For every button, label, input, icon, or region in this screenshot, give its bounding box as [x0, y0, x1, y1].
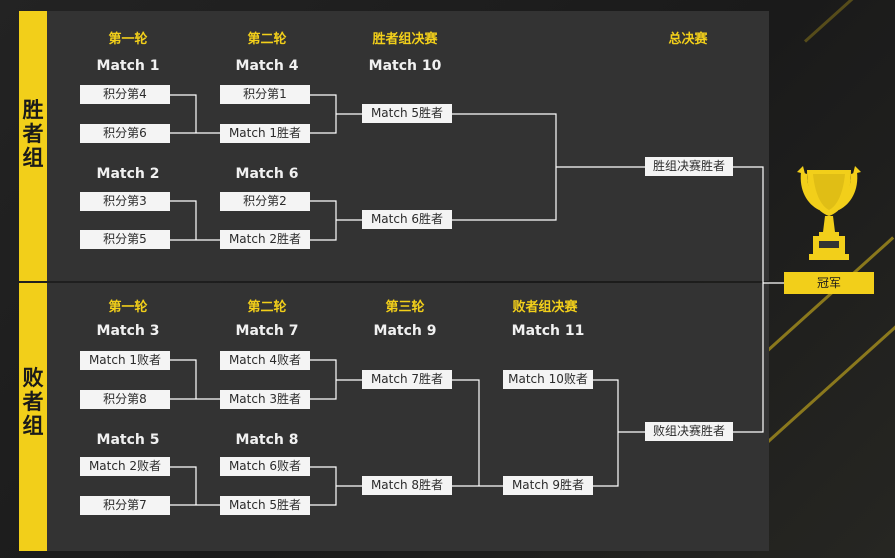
grand-final-upper-slot: 胜组决赛胜者	[645, 157, 733, 176]
grand-final-lower-slot: 败组决赛胜者	[645, 422, 733, 441]
match-1-title: Match 1	[96, 58, 160, 74]
losers-group-label: 败者组	[22, 366, 44, 438]
match-9-slot-a: Match 7胜者	[362, 370, 452, 389]
match-7-title: Match 7	[235, 323, 299, 339]
losers-final-header: 败者组决赛	[512, 300, 578, 315]
match-11-slot-b: Match 9胜者	[503, 476, 593, 495]
match-6-title: Match 6	[235, 166, 299, 182]
match-1-slot-b: 积分第6	[80, 124, 170, 143]
connector-line	[593, 379, 645, 487]
match-7-slot-b: Match 3胜者	[220, 390, 310, 409]
match-3-slot-a: Match 1败者	[80, 351, 170, 370]
match-2-slot-b: 积分第5	[80, 230, 170, 249]
match-10-slot-a: Match 5胜者	[362, 104, 452, 123]
connector-line	[733, 166, 784, 433]
match-8-title: Match 8	[235, 432, 299, 448]
match-8-slot-a: Match 6败者	[220, 457, 310, 476]
connector-line	[170, 359, 220, 400]
losers-group-band	[19, 283, 47, 551]
match-2-slot-a: 积分第3	[80, 192, 170, 211]
winners-round-1-header: 第一轮	[108, 32, 148, 47]
winners-round-2-header: 第二轮	[247, 32, 287, 47]
match-10-slot-b: Match 6胜者	[362, 210, 452, 229]
trophy-icon	[797, 166, 861, 260]
match-3-title: Match 3	[96, 323, 160, 339]
match-5-slot-a: Match 2败者	[80, 457, 170, 476]
match-9-title: Match 9	[373, 323, 437, 339]
match-10-title: Match 10	[368, 58, 442, 74]
winners-final-header: 胜者组决赛	[372, 32, 438, 47]
connector-line	[310, 359, 362, 400]
losers-round-2-header: 第二轮	[247, 300, 287, 315]
connector-line	[170, 94, 220, 134]
match-6-slot-a: 积分第2	[220, 192, 310, 211]
match-11-title: Match 11	[511, 323, 585, 339]
connector-line	[452, 113, 645, 221]
match-5-slot-b: 积分第7	[80, 496, 170, 515]
match-6-slot-b: Match 2胜者	[220, 230, 310, 249]
connector-line	[170, 200, 220, 241]
losers-round-3-header: 第三轮	[385, 300, 425, 315]
connector-line	[310, 466, 362, 506]
losers-round-1-header: 第一轮	[108, 300, 148, 315]
grand-final-header: 总决赛	[668, 32, 708, 47]
connector-line	[452, 379, 503, 487]
match-4-slot-b: Match 1胜者	[220, 124, 310, 143]
connector-line	[170, 466, 220, 506]
connector-line	[310, 94, 362, 134]
match-4-slot-a: 积分第1	[220, 85, 310, 104]
match-7-slot-a: Match 4败者	[220, 351, 310, 370]
match-9-slot-b: Match 8胜者	[362, 476, 452, 495]
match-4-title: Match 4	[235, 58, 299, 74]
winners-group-label: 胜者组	[22, 98, 44, 170]
match-5-title: Match 5	[96, 432, 160, 448]
match-11-slot-a: Match 10败者	[503, 370, 593, 389]
match-8-slot-b: Match 5胜者	[220, 496, 310, 515]
connector-line	[310, 200, 362, 241]
winners-group-band	[19, 11, 47, 281]
match-3-slot-b: 积分第8	[80, 390, 170, 409]
champion-label: 冠军	[784, 272, 874, 294]
match-1-slot-a: 积分第4	[80, 85, 170, 104]
match-2-title: Match 2	[96, 166, 160, 182]
